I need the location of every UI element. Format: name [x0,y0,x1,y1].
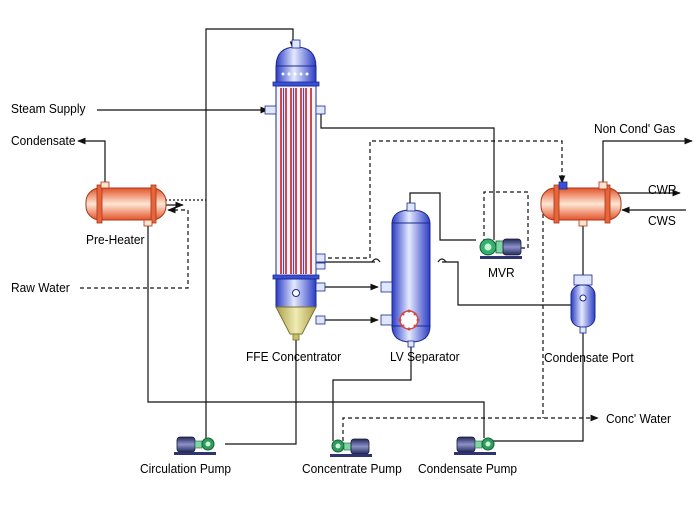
concentrate-pump [330,438,372,457]
condensate-pump-label: Condensate Pump [418,461,518,476]
concentrate-pump-label: Concentrate Pump [302,461,402,476]
cws-label: CWS [648,213,676,228]
mvr-compressor [479,238,522,259]
lv-separator [380,202,431,348]
process-lines [77,28,693,445]
lv-separator-label: LV Separator [390,349,460,364]
cwr-label: CWR [648,182,677,197]
condensate-port-label: Condensate Port [544,350,634,365]
condenser [540,181,622,227]
steam-supply-label: Steam Supply [11,101,86,116]
condensate-label: Condensate [11,133,76,148]
vapor-line [409,192,476,241]
condensate-pump [454,436,496,455]
conc-water-label: Conc' Water [606,411,671,426]
raw-water-label: Raw Water [11,280,70,295]
pre-heater [85,181,167,227]
condensate-port [570,274,596,334]
circulation-pump [174,436,216,455]
ffe-concentrator-label: FFE Concentrator [246,349,342,364]
line-jumps [371,258,447,263]
circulation-pump-label: Circulation Pump [140,461,232,476]
raw-water-line [80,206,189,289]
ffe-to-condenser-dashed [321,140,566,259]
ffe-concentrator [264,39,326,341]
non-cond-gas-label: Non Cond' Gas [594,121,676,136]
condensate-return-line [492,332,584,442]
non-cond-gas-line [602,137,693,186]
condensate-outlet-line [77,137,106,185]
dashed-lines [80,140,599,441]
pre-heater-label: Pre-Heater [86,232,145,247]
mvr-label: MVR [488,265,515,280]
mvr-loop-dashed [483,191,529,249]
conc-water-line [342,414,599,441]
ffe-bottom-line [225,338,297,445]
separator-vapor-to-port [442,261,583,306]
mvr-discharge-line [320,110,495,240]
separator-bottom-line [332,340,412,441]
preheater-bottom-line [147,220,485,438]
